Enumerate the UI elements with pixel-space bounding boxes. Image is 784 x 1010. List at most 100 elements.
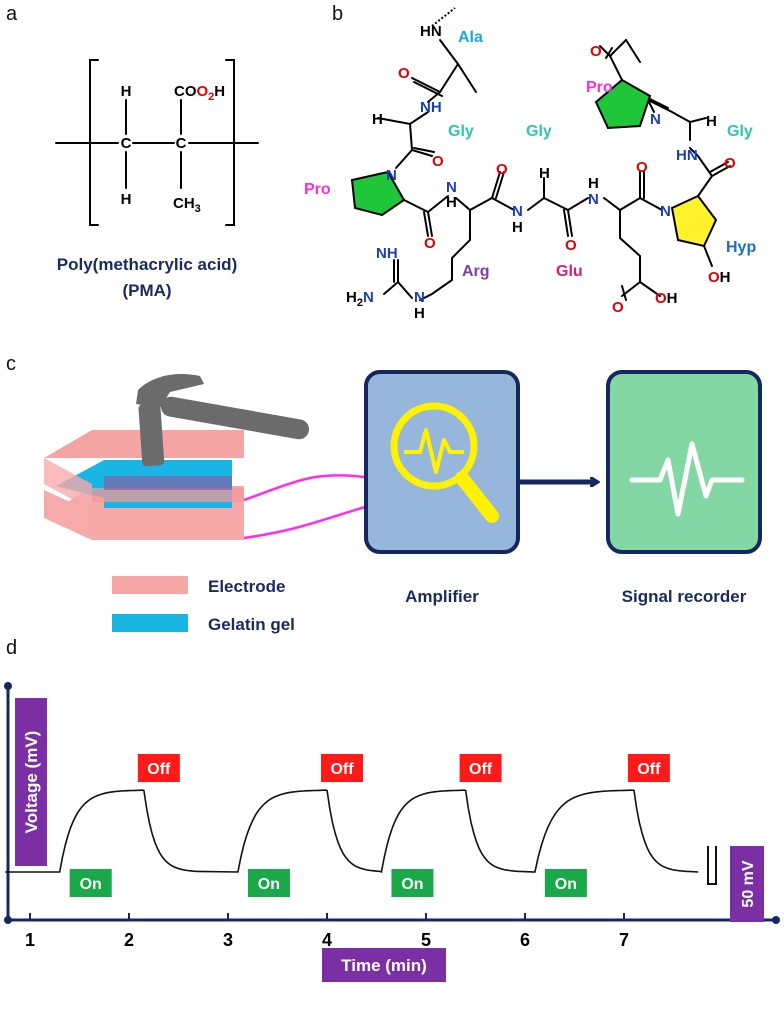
off-marker-label-2: Off: [330, 761, 354, 778]
panel-label-d: d: [6, 637, 17, 659]
atom-o-gly1: O: [432, 153, 444, 170]
atom-o-hyp: O: [724, 155, 736, 172]
panel-label-a: a: [6, 3, 18, 25]
atom-h-ca-gly2: H: [539, 165, 550, 182]
res-ala: Ala: [458, 29, 483, 46]
off-marker-label-1: Off: [147, 761, 171, 778]
on-marker-bg-3: [391, 869, 434, 897]
scale-bar-label: 50 mV: [740, 860, 757, 907]
recorder-box: [606, 370, 762, 554]
y-axis-label-bg: [15, 698, 47, 866]
x-tick-label-2: 2: [124, 930, 134, 950]
atom-h-gly1: H: [372, 111, 383, 128]
legend-swatch-electrode: [112, 576, 188, 594]
atom-n-pro1: N: [386, 167, 397, 184]
off-marker-bg-2: [321, 754, 363, 782]
atom-o-arg: O: [496, 161, 508, 178]
signal-wave-icon: [629, 441, 745, 517]
hammer-icon: [136, 373, 310, 467]
x-tick-label-7: 7: [619, 930, 629, 950]
legend-swatch-gel: [112, 614, 188, 632]
x-tick-label-6: 6: [520, 930, 530, 950]
atom-n-glu: N: [588, 191, 599, 208]
res-gly3: Gly: [727, 123, 753, 140]
y-axis-cap: [4, 682, 12, 690]
on-marker-label-1: On: [80, 876, 102, 893]
pma-caption-line1: Poly(methacrylic acid): [57, 255, 237, 274]
atom-n-arg: N: [446, 179, 457, 196]
wire-bottom: [243, 503, 373, 540]
on-marker-bg-1: [69, 869, 112, 897]
device-stack: [44, 430, 244, 540]
x-tick-label-4: 4: [322, 930, 332, 950]
y-axis-label: Voltage (mV): [22, 731, 41, 834]
atom-o-gly2: O: [565, 237, 577, 254]
legend-label-electrode: Electrode: [208, 577, 285, 596]
off-marker-bg-3: [459, 754, 502, 782]
atom-c1: C: [121, 135, 132, 152]
x-axis-label: Time (min): [341, 956, 427, 975]
recorder-label: Signal recorder: [622, 587, 747, 606]
atom-nh-ala: NH: [420, 99, 442, 116]
pma-caption-line2: (PMA): [122, 281, 171, 300]
atom-n-guan2: N: [414, 289, 425, 306]
atom-oh-hyp: OH: [708, 269, 731, 286]
atom-h-gly2: H: [512, 219, 523, 236]
atom-carboxyl: COO2H: [174, 83, 225, 103]
wire-top: [243, 474, 373, 502]
atom-n-pro2: N: [650, 111, 661, 128]
x-axis-cap: [772, 916, 780, 924]
res-gly2: Gly: [526, 123, 552, 140]
atom-n-hyp: N: [660, 203, 671, 220]
peptide-structure: HN O NH H O N O N H O N H H O H N O O OH…: [304, 7, 756, 322]
atom-h-top: H: [121, 83, 132, 100]
legend-label-gel: Gelatin gel: [208, 615, 295, 634]
on-marker-bg-4: [544, 869, 587, 897]
atom-h-guan2: H: [414, 305, 425, 322]
panel-label-c: c: [6, 353, 16, 375]
res-glu: Glu: [556, 263, 583, 280]
res-gly1: Gly: [448, 123, 474, 140]
x-tick-label-3: 3: [223, 930, 233, 950]
atom-o-ala: O: [398, 65, 410, 82]
atom-o-glu-side: O: [612, 299, 624, 316]
off-marker-bg-4: [627, 754, 670, 782]
x-ticks: 1 2 3 4 5 6 7: [25, 913, 629, 950]
on-marker-label-2: On: [258, 876, 280, 893]
res-arg: Arg: [462, 263, 490, 280]
res-pro2: Pro: [586, 79, 613, 96]
atom-c2: C: [176, 135, 187, 152]
x-tick-label-5: 5: [421, 930, 431, 950]
atom-h-gly3: H: [706, 113, 717, 130]
scale-bar-label-bg: [730, 846, 764, 922]
atom-h-bottom: H: [121, 191, 132, 208]
atom-n-gly2: N: [512, 203, 523, 220]
on-marker-label-4: On: [555, 876, 577, 893]
atom-methyl: CH3: [173, 195, 201, 215]
origin-dot: [4, 916, 12, 924]
atom-o-pro1: O: [424, 235, 436, 252]
atom-nh-guan: NH: [376, 245, 398, 262]
panel-label-b: b: [332, 3, 343, 25]
atom-h-arg: H: [446, 194, 457, 211]
atom-hn: HN: [420, 23, 442, 40]
x-tick-label-1: 1: [25, 930, 35, 950]
res-pro1: Pro: [304, 181, 331, 198]
atom-o-pro2: O: [590, 43, 602, 60]
magnifier-icon: [390, 402, 499, 523]
atom-oh-glu: OH: [655, 290, 678, 307]
off-marker-label-4: Off: [637, 761, 661, 778]
amplifier-box: [364, 370, 520, 554]
amplifier-label: Amplifier: [405, 587, 479, 606]
on-marker-label-3: On: [401, 876, 423, 893]
atom-o-glu: O: [636, 159, 648, 176]
atom-h2n-guan: H2N: [346, 289, 374, 309]
atom-hn-gly3: HN: [676, 147, 698, 164]
off-marker-bg-1: [137, 754, 180, 782]
pma-structure: C C H H COO2H CH3: [55, 59, 259, 226]
atom-h-glu: H: [588, 175, 599, 192]
x-axis-label-bg: [322, 948, 446, 982]
